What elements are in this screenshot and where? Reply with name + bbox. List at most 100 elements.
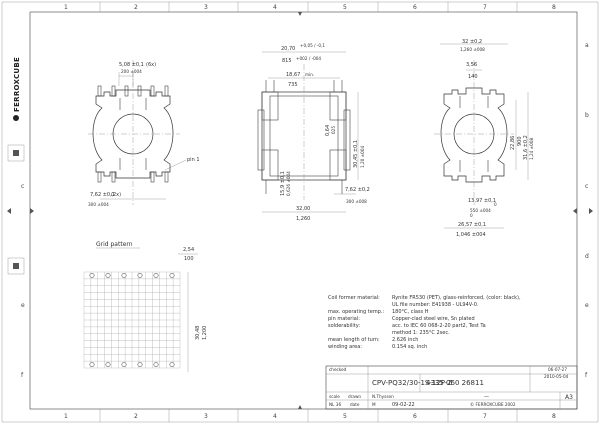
tb-small-scale: scale [329, 394, 340, 399]
center-marks [7, 12, 593, 409]
row-label-b: b [585, 112, 589, 119]
left-bottom-dim-count: (2x) [111, 192, 121, 198]
tb-date-2: 2010-05-04 [544, 374, 569, 379]
middle-width-1-value: 20,70 [281, 46, 295, 52]
right-width-2-inch: 140 [468, 74, 478, 80]
tb-part-number: CPV-PQ32/30-1S-12P-Z [372, 379, 452, 387]
left-bottom-dim-value: 7,62 ±0,1 [90, 192, 115, 198]
middle-base-value: 32,00 [296, 206, 310, 212]
row-label-e: e [585, 302, 589, 309]
brand-name: FERROXCUBE [13, 57, 21, 112]
spec-label-7: winding area: [328, 344, 362, 350]
right-slots [459, 96, 489, 172]
right-bottom-dim-value: 26,57 ±0,1 [458, 222, 486, 228]
spec-value-7: 0.154 sq. inch [392, 344, 427, 350]
grid-hole [105, 272, 111, 278]
col-label-3-bottom: 3 [204, 413, 208, 420]
tb-code: 4335 060 26811 [426, 379, 484, 387]
right-height-2-value: 31,6 ±0,2 [523, 135, 529, 160]
tb-date-1: 06-07-27 [548, 367, 567, 372]
grid-hole [153, 362, 159, 368]
spec-value-4: acc. to IEC 60 068-2-20 part2, Test Ta [392, 323, 486, 329]
spec-label-6: mean length of turn: [328, 337, 380, 343]
spec-value-6: 2.626 inch [392, 337, 418, 343]
grid-hole [169, 362, 175, 368]
grid-holes [89, 272, 175, 368]
row-label-a: a [585, 42, 589, 49]
row-label-e-left: e [21, 302, 25, 309]
brand-strip: FERROXCUBE [7, 57, 25, 275]
tb-sheet-size: A3 [565, 394, 573, 401]
row-label-c: c [585, 183, 588, 190]
right-height-1-inch: 900 [517, 136, 523, 146]
column-labels: 1 2 3 4 5 6 7 8 1 2 3 4 5 6 7 8 [64, 4, 556, 420]
col-label-3: 3 [204, 4, 208, 11]
tb-small-drawn: drawn [348, 394, 361, 399]
col-label-5-bottom: 5 [343, 413, 347, 420]
middle-height-1-inch: 1,20 ±004 [360, 146, 365, 168]
middle-flange-right [343, 109, 351, 171]
col-label-6: 6 [413, 4, 417, 11]
grid-hole [137, 362, 143, 368]
middle-height-2-inch: 025 [331, 126, 336, 134]
middle-width-3-value: 18,67 [286, 72, 300, 78]
grid-hole [89, 272, 95, 278]
col-label-6-bottom: 6 [413, 413, 417, 420]
middle-top-tab-right [329, 91, 347, 121]
grid-hole [121, 272, 127, 278]
spec-label-4: solderability: [328, 323, 360, 329]
right-center-dim-inch-zero: 0 [470, 213, 473, 218]
col-label-8: 8 [552, 4, 556, 11]
right-height-1-value: 22,86 [510, 136, 516, 150]
col-label-8-bottom: 8 [552, 413, 556, 420]
tb-small-m: M [372, 402, 376, 407]
right-center-dim-value: 13,97 ±0,1 [468, 198, 496, 204]
grid-side-inch: 1,200 [202, 326, 208, 340]
middle-base-inch: 1,260 [296, 216, 310, 222]
grid-title: Grid pattern [96, 241, 133, 248]
middle-top-tab-left [261, 91, 279, 121]
left-top-dim-value: 5,08 ±0,1 [119, 62, 144, 68]
col-label-2-bottom: 2 [134, 413, 138, 420]
pin1-leader [164, 159, 187, 171]
col-label-1: 1 [64, 4, 68, 11]
spec-value-2: 180°C, class H [392, 309, 429, 315]
grid-hole [121, 362, 127, 368]
column-ticks [99, 2, 518, 422]
tb-date-3: 09-02-22 [392, 402, 415, 408]
spec-label-0: Coil former material: [328, 295, 380, 301]
registration-mark-top [7, 144, 25, 162]
right-bottom-dim-inch: 1,046 ±004 [456, 232, 486, 238]
spec-value-3: Copper-clad steel wire, Sn plated [392, 316, 475, 322]
col-label-7: 7 [483, 4, 487, 11]
registration-mark-top-inner [13, 150, 19, 156]
middle-bottom-tab-left [261, 149, 279, 181]
left-pins-bottom [97, 171, 169, 183]
middle-flange-left [257, 109, 265, 171]
middle-view: 20,70 +0,05 / -0,1 815 +002 / -004 18,67… [257, 43, 370, 222]
right-view: 32 ±0,2 1,260 ±008 3,56 140 22,86 900 31… [434, 39, 534, 238]
spec-label-3: pin material: [328, 316, 360, 322]
grid-lines [83, 271, 181, 369]
spec-value-0: Rynite FR530 (PET), glass-reinforced, (c… [392, 295, 521, 301]
left-view: 5,08 ±0,1 (6x) 200 ±004 7,62 ±0,1 (2x) 3… [88, 60, 200, 207]
pin1-label: pin 1 [187, 157, 200, 163]
col-label-4-bottom: 4 [273, 413, 277, 420]
grid-hole [105, 362, 111, 368]
middle-height-1-value: 30,45 ±0,1 [353, 140, 359, 168]
middle-width-2-tol: +002 / -004 [296, 56, 321, 61]
row-label-d: d [585, 253, 589, 260]
specifications: Coil former material: Rynite FR530 (PET)… [328, 295, 521, 350]
middle-bottom-tab-right [329, 149, 347, 181]
grid-hole [137, 272, 143, 278]
middle-pin-value: 7,62 ±0,2 [345, 187, 370, 193]
title-block: checked CPV-PQ32/30-1S-12P-Z 4335 060 26… [325, 365, 578, 410]
right-width-2-value: 3,56 [466, 62, 477, 68]
row-labels: a b c d e f c e f [21, 42, 589, 379]
right-width-1-value: 32 ±0,2 [462, 39, 482, 45]
spec-label-2: max. operating temp.: [328, 309, 384, 315]
registration-mark-bottom-inner [13, 263, 19, 269]
right-height-2-inch: 1,24 ±008 [529, 138, 534, 160]
